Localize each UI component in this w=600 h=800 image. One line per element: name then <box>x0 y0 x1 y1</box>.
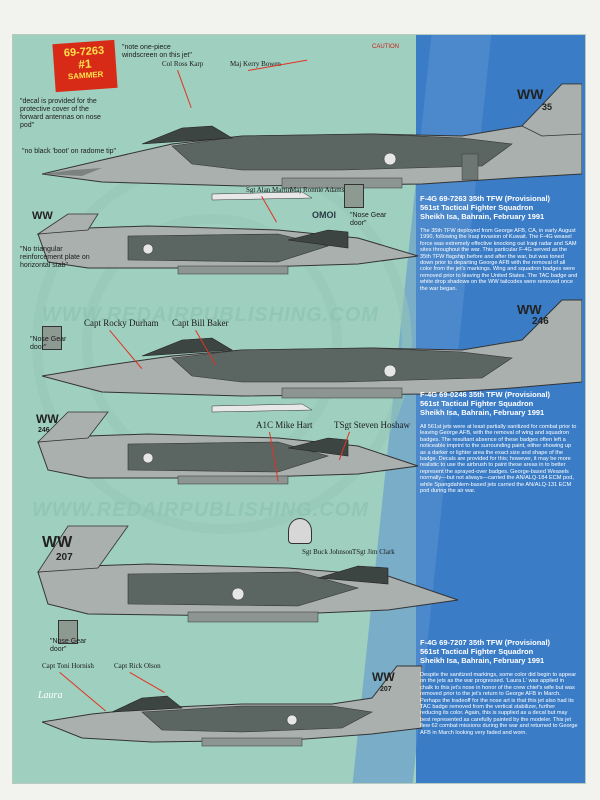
section-squadron: 561st Tactical Fighter Squadron <box>420 203 534 212</box>
note-nose-gear-door: "Nose Gear door" <box>50 638 87 653</box>
section-title: F-4G 69-7207 35th TFW (Provisional) <box>420 638 551 647</box>
section-body: All 561st jets were at least partially s… <box>420 424 577 495</box>
section-title: F-4G 69-7263 35th TFW (Provisional) <box>420 194 551 203</box>
note-nose-gear-door: "Nose Gear door" <box>30 336 67 351</box>
aircraft-profile-69-7263-right <box>36 213 419 275</box>
crew-name: TSgt Steven Hoshaw <box>334 420 410 430</box>
section-location: Sheikh Isa, Bahrain, February 1991 <box>420 656 545 665</box>
watermark-text: WWW.REDAIRPUBLISHING.COM <box>32 499 369 521</box>
section-location: Sheikh Isa, Bahrain, February 1991 <box>420 212 545 221</box>
tail-code: WW <box>32 210 53 222</box>
tail-code: WW <box>517 86 544 102</box>
tail-code: WW <box>372 670 395 684</box>
crew-name: Sgt Buck Johnson <box>302 548 353 556</box>
tail-number: 246 <box>532 316 549 327</box>
crew-name: Capt Rick Olson <box>114 662 161 670</box>
aircraft-profile-69-0246-left <box>42 299 582 413</box>
caution-stencil: CAUTION <box>372 44 399 50</box>
nose-serial: OMOI <box>312 210 336 220</box>
watermark-text: WWW.REDAIRPUBLISHING.COM <box>42 304 379 326</box>
crew-name: Maj Ronnie Adams <box>290 186 345 194</box>
note-nose-gear-door: "Nose Gear door" <box>350 212 387 227</box>
note-no-triangular-plate: "No triangular reinforcement plate on ho… <box>20 246 90 269</box>
tail-number: 207 <box>56 552 73 563</box>
aircraft-number-badge: 69-7263 #1 SAMMER <box>52 39 118 93</box>
crew-name: A1C Mike Hart <box>256 420 313 430</box>
tail-number: 207 <box>380 686 392 693</box>
nose-gear-door-swatch <box>58 620 78 644</box>
nose-art-signature: Laura <box>38 690 63 701</box>
crew-name: TSgt Jim Clark <box>352 548 395 556</box>
aircraft-profile-69-7207-left <box>37 525 459 623</box>
nose-gear-door-swatch <box>344 184 364 208</box>
crew-name: Sgt Alan Martin <box>246 186 292 194</box>
tail-number: 35 <box>542 102 553 112</box>
crew-name: Maj Kerry Bowen <box>230 60 281 68</box>
tail-number: 246 <box>38 427 50 434</box>
aircraft-profile-69-7263-left <box>42 83 582 201</box>
section-squadron: 561st Tactical Fighter Squadron <box>420 399 534 408</box>
aircraft-profile-69-7207-right <box>42 665 422 747</box>
wing-badge-swatch <box>288 518 312 544</box>
section-location: Sheikh Isa, Bahrain, February 1991 <box>420 408 545 417</box>
section-body: Despite the sanitized markings, some col… <box>420 672 578 736</box>
aircraft-profile-69-0246-right <box>36 411 419 485</box>
section-body: The 35th TFW deployed from George AFB, C… <box>420 228 578 292</box>
section-title: F-4G 69-0246 35th TFW (Provisional) <box>420 390 551 399</box>
note-no-black-boot: "no black 'boot' on radome tip" <box>22 148 117 155</box>
section-squadron: 561st Tactical Fighter Squadron <box>420 647 534 656</box>
decal-sheet: WWW.REDAIRPUBLISHING.COM WWW.REDAIRPUBLI… <box>12 34 586 784</box>
nose-gear-door-swatch <box>42 326 62 350</box>
crew-name: Col Ross Karp <box>162 60 204 68</box>
crew-name: Capt Toni Hornish <box>42 662 94 670</box>
note-windscreen: "note one-piece windscreen on this jet" <box>122 44 192 59</box>
tail-code: WW <box>42 534 73 551</box>
note-decal-cover: "decal is provided for the protective co… <box>20 98 101 129</box>
tail-code: WW <box>517 302 542 317</box>
tail-code: WW <box>36 412 59 426</box>
crew-name: Capt Bill Baker <box>172 318 229 328</box>
crew-name: Capt Rocky Durham <box>84 318 159 328</box>
